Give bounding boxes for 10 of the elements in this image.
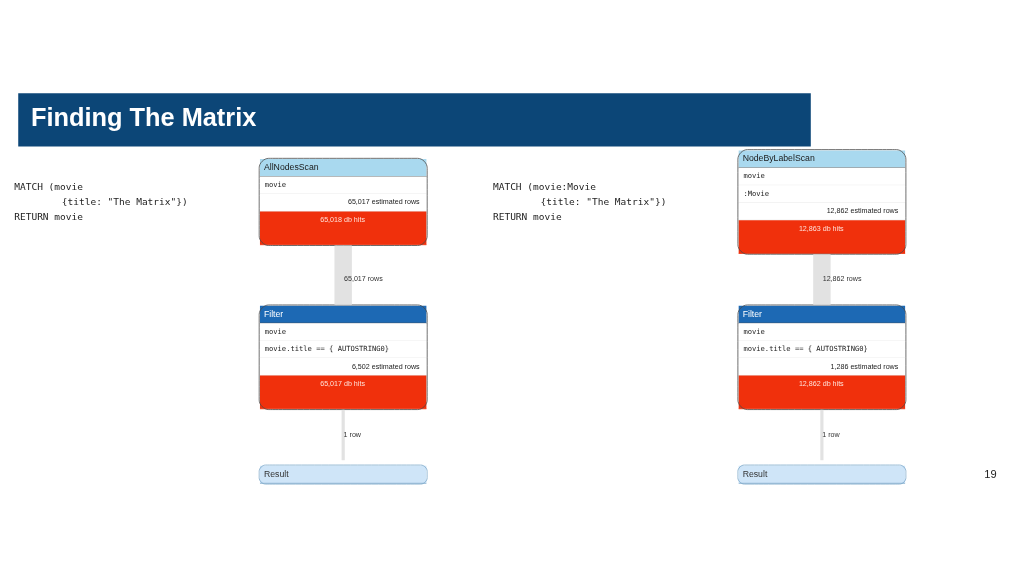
connector bbox=[813, 254, 831, 305]
label: {title: "The Matrix"}) bbox=[540, 195, 667, 207]
label: MATCH (movie bbox=[14, 180, 83, 192]
label: {title: "The Matrix"}) bbox=[61, 195, 188, 207]
label: RETURN movie bbox=[492, 210, 562, 222]
connector bbox=[334, 245, 352, 305]
diagram-title: Finding The Matrix bbox=[30, 102, 257, 131]
label: MATCH (movie:Movie bbox=[492, 180, 596, 192]
label: 19 bbox=[984, 467, 997, 480]
label: RETURN movie bbox=[14, 210, 83, 222]
